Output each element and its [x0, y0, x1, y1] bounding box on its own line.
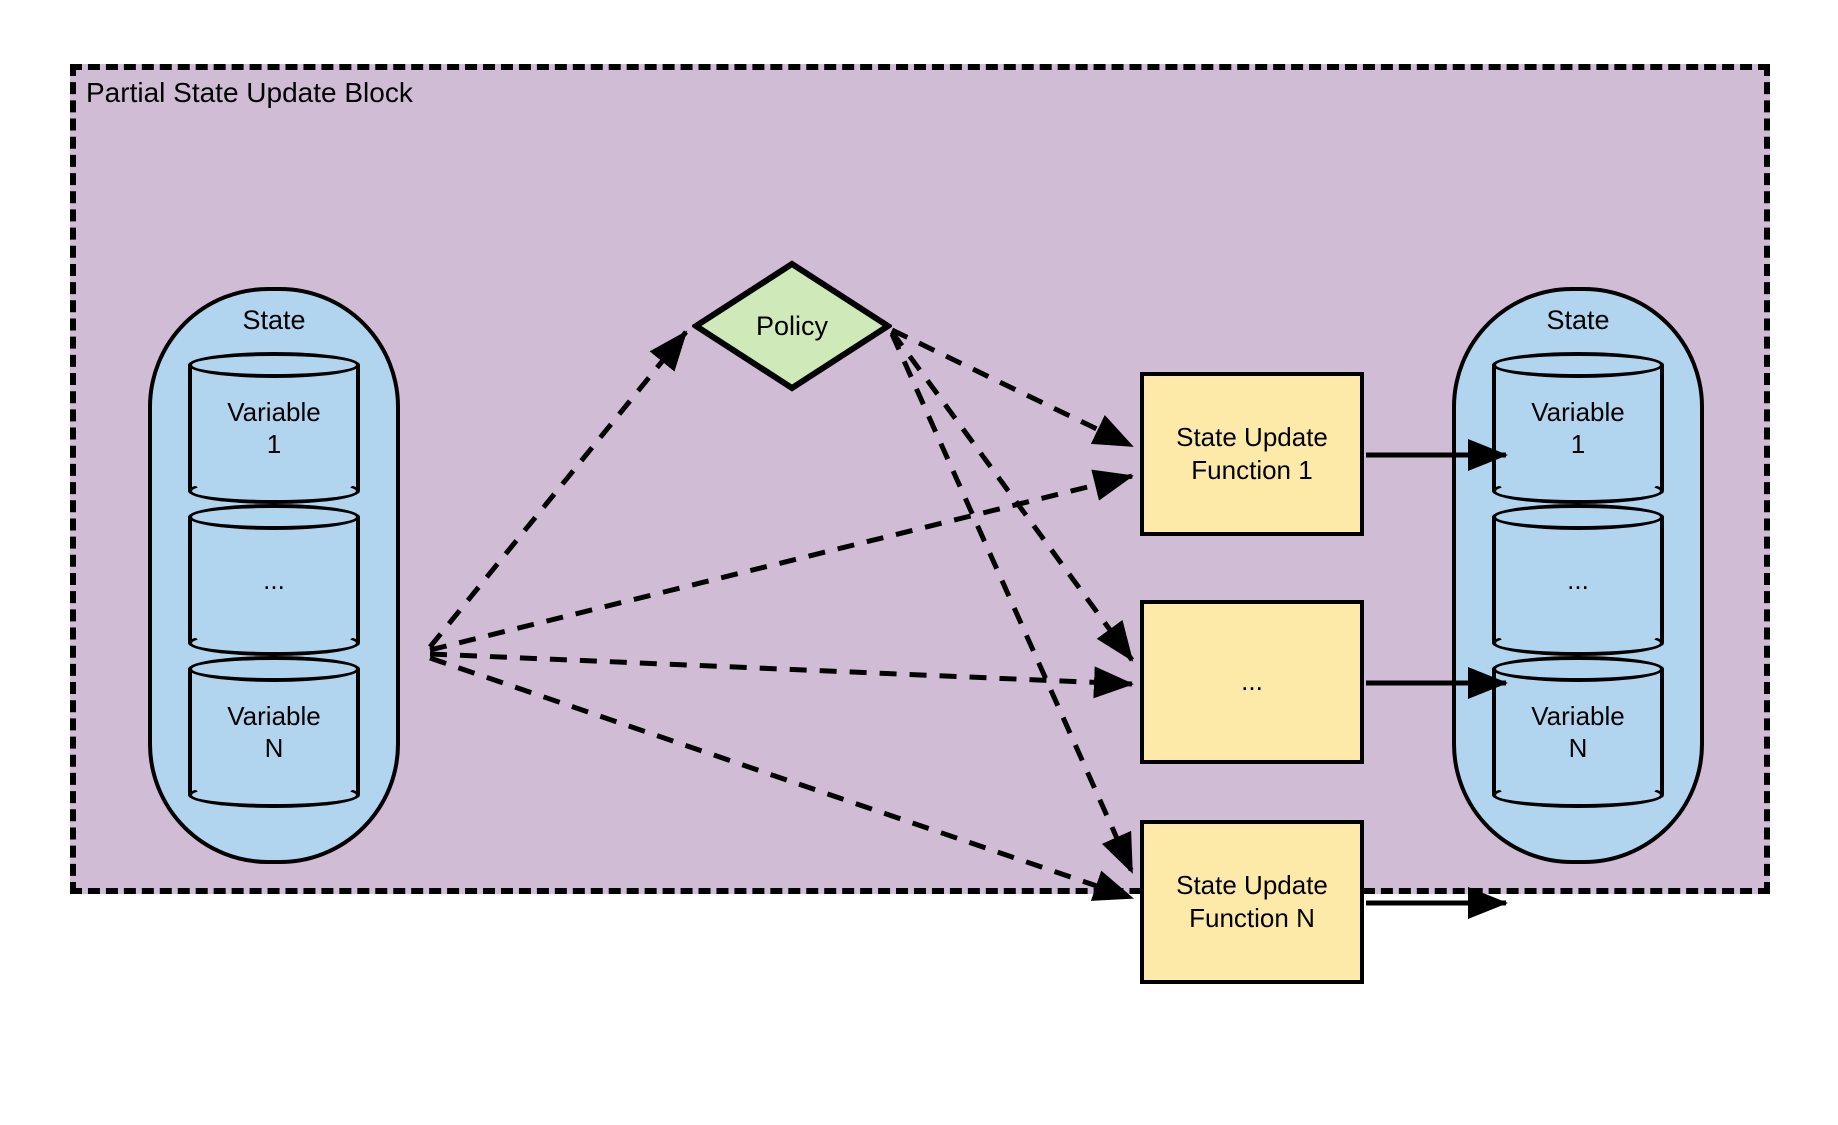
cylinder-bottom-ellipse: [188, 782, 360, 808]
state-update-function-1[interactable]: State Update Function 1: [1140, 372, 1364, 536]
state-input-variable-1: Variable 1: [188, 352, 360, 504]
function-label-line1: ...: [1241, 666, 1263, 697]
cylinder-top-ellipse: [1492, 352, 1664, 378]
function-label-line2: Function N: [1189, 903, 1315, 933]
cylinder-top-ellipse: [188, 352, 360, 378]
state-output-variable-1: Variable 1: [1492, 352, 1664, 504]
variable-label-line2: 1: [1570, 429, 1586, 459]
variable-label-line1: Variable: [227, 396, 321, 427]
variable-label-line2: 1: [266, 429, 282, 459]
cylinder-bottom-mask: [192, 624, 356, 638]
cylinder-body: [1492, 517, 1664, 643]
cylinder-bottom-ellipse: [1492, 782, 1664, 808]
cylinder-bottom-ellipse: [1492, 478, 1664, 504]
state-input-variable-n: Variable N: [188, 656, 360, 808]
cylinder-body: [1492, 669, 1664, 795]
block-title: Partial State Update Block: [86, 77, 413, 108]
variable-label-line2: N: [1568, 733, 1588, 763]
state-output-container: State Variable 1 ...: [1452, 287, 1704, 864]
cylinder-bottom-mask: [1496, 624, 1660, 638]
state-output-variable-n: Variable N: [1492, 656, 1664, 808]
cylinder-bottom-mask: [1496, 776, 1660, 790]
policy-node[interactable]: Policy: [692, 260, 892, 392]
cylinder-bottom-mask: [1496, 472, 1660, 486]
variable-label: Variable N: [1492, 656, 1664, 808]
state-update-function-ellipsis[interactable]: ...: [1140, 600, 1364, 764]
function-label-line2: Function 1: [1191, 455, 1313, 485]
variable-label: Variable N: [188, 656, 360, 808]
cylinder-bottom-ellipse: [188, 630, 360, 656]
function-label-line1: State Update: [1176, 421, 1328, 452]
cylinder-bottom-mask: [192, 776, 356, 790]
cylinder-bottom-ellipse: [188, 478, 360, 504]
cylinder-body: [1492, 365, 1664, 491]
policy-diamond-shape: [692, 260, 892, 392]
cylinder-bottom-ellipse: [1492, 630, 1664, 656]
cylinder-top-ellipse: [188, 504, 360, 530]
state-input-variable-ellipsis: ...: [188, 504, 360, 656]
variable-label-line2: N: [264, 733, 284, 763]
cylinder-body: [188, 517, 360, 643]
variable-label: Variable 1: [1492, 352, 1664, 504]
cylinder-body: [188, 365, 360, 491]
variable-label: Variable 1: [188, 352, 360, 504]
state-output-label: State: [1546, 305, 1610, 335]
state-input-label: State: [242, 305, 306, 335]
cylinder-top-ellipse: [188, 656, 360, 682]
variable-label-line1: Variable: [1531, 396, 1625, 427]
state-update-function-n[interactable]: State Update Function N: [1140, 820, 1364, 984]
variable-label-line1: Variable: [1531, 700, 1625, 731]
variable-label-line1: ...: [1567, 564, 1589, 595]
variable-label: ...: [1492, 504, 1664, 656]
variable-label-line1: Variable: [227, 700, 321, 731]
state-input-container: State Variable 1 ...: [148, 287, 400, 864]
cylinder-body: [188, 669, 360, 795]
function-label-line1: State Update: [1176, 869, 1328, 900]
variable-label: ...: [188, 504, 360, 656]
cylinder-bottom-mask: [192, 472, 356, 486]
variable-label-line1: ...: [263, 564, 285, 595]
cylinder-top-ellipse: [1492, 504, 1664, 530]
state-output-variable-ellipsis: ...: [1492, 504, 1664, 656]
